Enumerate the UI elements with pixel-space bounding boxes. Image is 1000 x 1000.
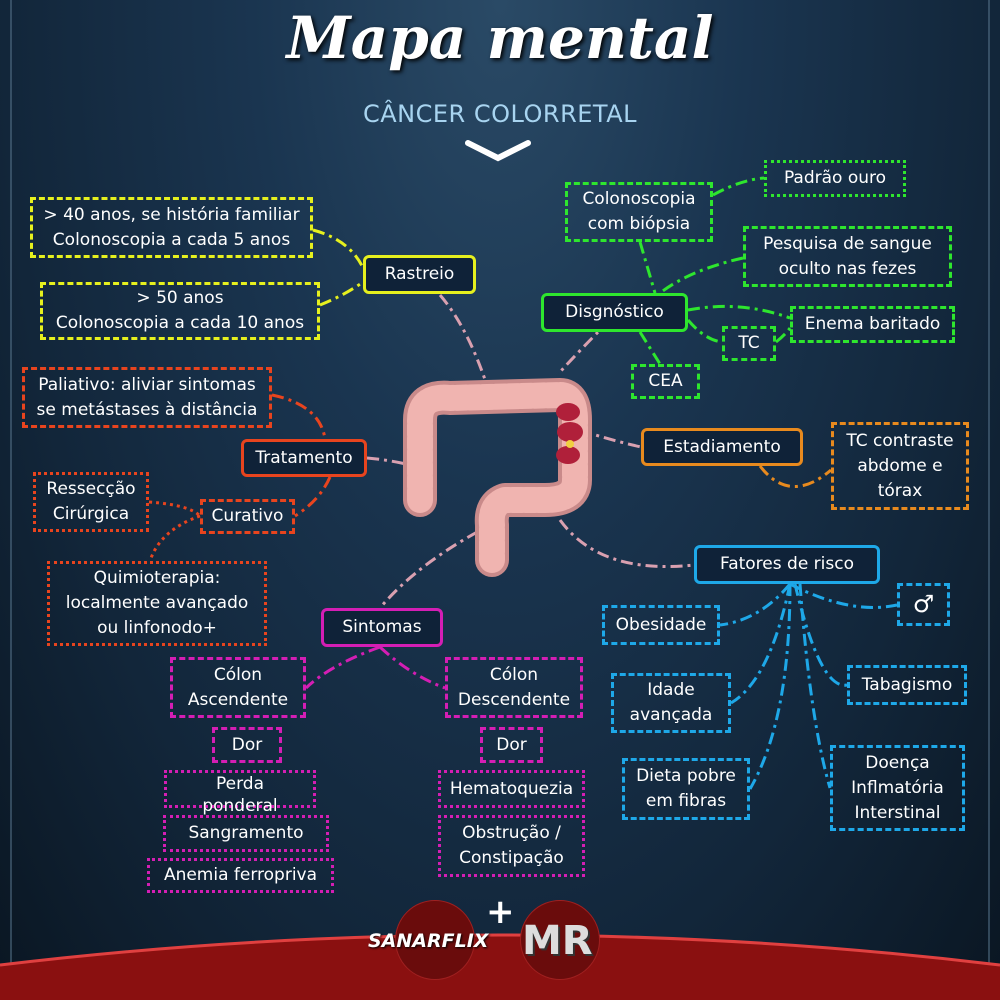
descendente-dor: Dor (480, 727, 543, 763)
footer-logos: SANARFLIX + MR (0, 892, 1000, 1000)
diagnostico-padrao-ouro: Padrão ouro (764, 160, 906, 197)
sintomas-colon-descendente: Cólon Descendente (445, 657, 583, 718)
rastreio-item-50: > 50 anos Colonoscopia a cada 10 anos (40, 282, 320, 340)
tratamento-curativo: Curativo (200, 499, 295, 534)
fatores-tabagismo: Tabagismo (847, 665, 967, 705)
rastreio-node: Rastreio (363, 255, 476, 294)
diagnostico-cea: CEA (631, 364, 700, 399)
page-title: Mapa mental (286, 4, 714, 72)
diagnostico-pesquisa-sangue: Pesquisa de sangue oculto nas fezes (743, 226, 952, 287)
estadiamento-node: Estadiamento (641, 428, 803, 466)
ascendente-dor: Dor (212, 727, 282, 763)
page-subtitle: CÂNCER COLORRETAL (362, 100, 637, 128)
mr-logo-circle (520, 900, 600, 980)
fatores-idade: Idade avançada (611, 673, 731, 733)
tratamento-node: Tratamento (241, 439, 367, 477)
frame-border (10, 0, 990, 1000)
sintomas-node: Sintomas (321, 608, 443, 647)
plus-icon: + (486, 892, 515, 932)
descendente-obstrucao: Obstrução / Constipação (438, 815, 585, 877)
tratamento-resseccao: Ressecção Cirúrgica (33, 472, 149, 532)
footer-wave (0, 935, 1000, 1000)
diagnostico-colonoscopia: Colonoscopia com biópsia (565, 182, 713, 242)
diagnostico-tc: TC (722, 326, 776, 361)
ascendente-anemia: Anemia ferropriva (147, 858, 334, 893)
diagnostico-node: Disgnóstico (541, 293, 688, 332)
estadiamento-tc-contraste: TC contraste abdome e tórax (831, 422, 969, 510)
tratamento-paliativo: Paliativo: aliviar sintomas se metástase… (22, 367, 272, 428)
sanarflix-logo: SANARFLIX (368, 930, 489, 952)
sintomas-colon-ascendente: Cólon Ascendente (170, 657, 306, 718)
ascendente-perda-ponderal: Perda ponderal (164, 770, 316, 816)
fatores-dieta: Dieta pobre em fibras (622, 758, 750, 820)
male-sex-icon: ♂ (897, 583, 950, 626)
mr-logo: MR (522, 918, 593, 964)
colon-illustration (403, 378, 592, 577)
tumor-icon (556, 403, 583, 464)
fatores-node: Fatores de risco (694, 545, 880, 584)
rastreio-item-40: > 40 anos, se história familiar Colonosc… (30, 197, 313, 258)
fatores-doenca-inflamatoria: Doença Inflmatória Interstinal (830, 745, 965, 831)
ascendente-sangramento: Sangramento (163, 815, 329, 852)
sanarflix-logo-circle (395, 900, 475, 980)
chevron-down-icon (465, 140, 531, 162)
descendente-hematoquezia: Hematoquezia (438, 770, 585, 808)
tratamento-quimioterapia: Quimioterapia: localmente avançado ou li… (47, 561, 267, 646)
fatores-obesidade: Obesidade (602, 605, 720, 645)
diagnostico-enema: Enema baritado (790, 306, 955, 343)
